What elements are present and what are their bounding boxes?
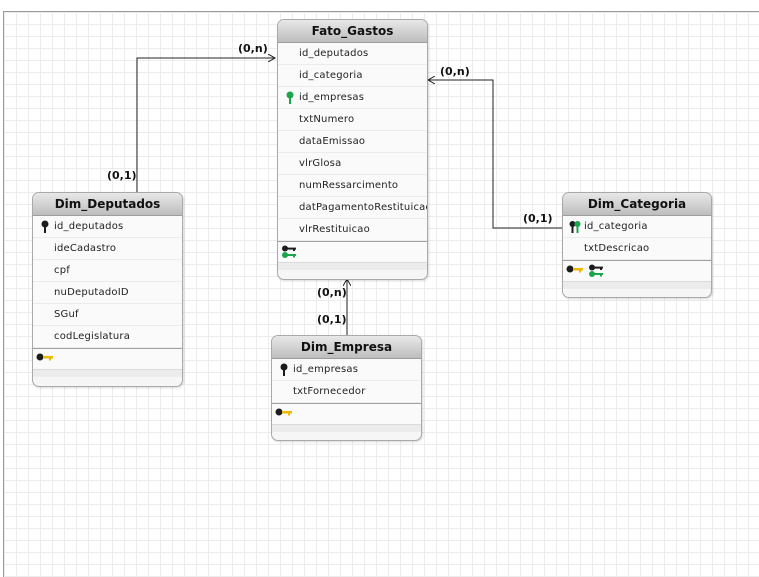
attribute-row[interactable]: vlrRestituicao xyxy=(278,219,427,241)
primary-index-icon xyxy=(566,265,583,273)
attribute-name: codLegislatura xyxy=(54,331,131,342)
primary-index-icon xyxy=(36,353,53,361)
entity-footer xyxy=(272,424,421,432)
cardinality-label-deputados-fact: (0,n) xyxy=(238,42,268,55)
attribute-row[interactable]: vlrGlosa xyxy=(278,153,427,175)
attribute-row[interactable]: numRessarcimento xyxy=(278,175,427,197)
attribute-row[interactable]: txtFornecedor xyxy=(272,381,421,403)
relation-line-deputados[interactable] xyxy=(136,58,275,192)
cardinality-label-empresa-fact: (0,n) xyxy=(317,286,347,299)
attribute-name: id_deputados xyxy=(299,48,369,59)
attribute-name: dataEmissao xyxy=(299,136,366,147)
attribute-row[interactable]: SGuf xyxy=(33,304,182,326)
attribute-row[interactable]: dataEmissao xyxy=(278,131,427,153)
primary-index-icon xyxy=(275,408,292,416)
attribute-name: nuDeputadoID xyxy=(54,287,129,298)
attribute-name: datPagamentoRestituicao xyxy=(299,202,428,213)
attribute-row[interactable]: ideCadastro xyxy=(33,238,182,260)
entity-dim-deputados[interactable]: Dim_Deputados id_deputados ideCadastro c… xyxy=(32,192,183,387)
attribute-row[interactable]: id_categoria xyxy=(563,216,711,238)
entity-footer xyxy=(563,281,711,289)
attribute-name: ideCadastro xyxy=(54,243,117,254)
attribute-name: id_deputados xyxy=(54,221,124,232)
attribute-name: vlrRestituicao xyxy=(299,224,370,235)
attribute-name: id_empresas xyxy=(299,92,365,103)
attribute-row[interactable]: txtDescricao xyxy=(563,238,711,260)
foreign-key-icon xyxy=(286,91,294,104)
attribute-row[interactable]: id_categoria xyxy=(278,65,427,87)
attribute-name: vlrGlosa xyxy=(299,158,342,169)
attribute-row[interactable]: txtNumero xyxy=(278,109,427,131)
attribute-name: cpf xyxy=(54,265,70,276)
entity-footer xyxy=(278,262,427,270)
cardinality-label-categoria-dim: (0,1) xyxy=(523,212,553,225)
index-section xyxy=(278,241,427,262)
cardinality-label-deputados-dim: (0,1) xyxy=(107,169,137,182)
index-section xyxy=(272,403,421,424)
attribute-name: numRessarcimento xyxy=(299,180,399,191)
primary-key-icon xyxy=(280,363,288,376)
attribute-row[interactable]: cpf xyxy=(33,260,182,282)
attribute-row[interactable]: id_deputados xyxy=(278,43,427,65)
attribute-row[interactable]: nuDeputadoID xyxy=(33,282,182,304)
attribute-row[interactable]: id_empresas xyxy=(278,87,427,109)
cardinality-label-categoria-fact: (0,n) xyxy=(440,65,470,78)
entity-title[interactable]: Dim_Empresa xyxy=(272,336,421,359)
key-index-icon xyxy=(282,245,296,258)
entity-title[interactable]: Dim_Deputados xyxy=(33,193,182,216)
attribute-name: SGuf xyxy=(54,309,79,320)
index-section xyxy=(33,348,182,369)
entity-footer xyxy=(33,369,182,377)
primary-key-icon xyxy=(41,220,49,233)
key-index-icon xyxy=(589,264,603,277)
attribute-row[interactable]: datPagamentoRestituicao xyxy=(278,197,427,219)
entity-title[interactable]: Dim_Categoria xyxy=(563,193,711,216)
entity-dim-empresa[interactable]: Dim_Empresa id_empresas txtFornecedor xyxy=(271,335,422,441)
relation-line-categoria[interactable] xyxy=(428,80,562,229)
entity-fato-gastos[interactable]: Fato_Gastos id_deputados id_categoria id… xyxy=(277,19,428,280)
index-section xyxy=(563,260,711,281)
cardinality-label-empresa-dim: (0,1) xyxy=(317,313,347,326)
attribute-name: txtFornecedor xyxy=(293,386,366,397)
attribute-row[interactable]: id_empresas xyxy=(272,359,421,381)
entity-dim-categoria[interactable]: Dim_Categoria id_categoria txtDescricao xyxy=(562,192,712,298)
attribute-row[interactable]: codLegislatura xyxy=(33,326,182,348)
entity-title[interactable]: Fato_Gastos xyxy=(278,20,427,43)
attribute-name: id_categoria xyxy=(299,70,363,81)
attribute-name: id_empresas xyxy=(293,364,359,375)
attribute-name: id_categoria xyxy=(584,221,648,232)
attribute-row[interactable]: id_deputados xyxy=(33,216,182,238)
attribute-name: txtNumero xyxy=(299,114,355,125)
attribute-name: txtDescricao xyxy=(584,243,650,254)
primary-foreign-key-icon xyxy=(569,221,581,233)
